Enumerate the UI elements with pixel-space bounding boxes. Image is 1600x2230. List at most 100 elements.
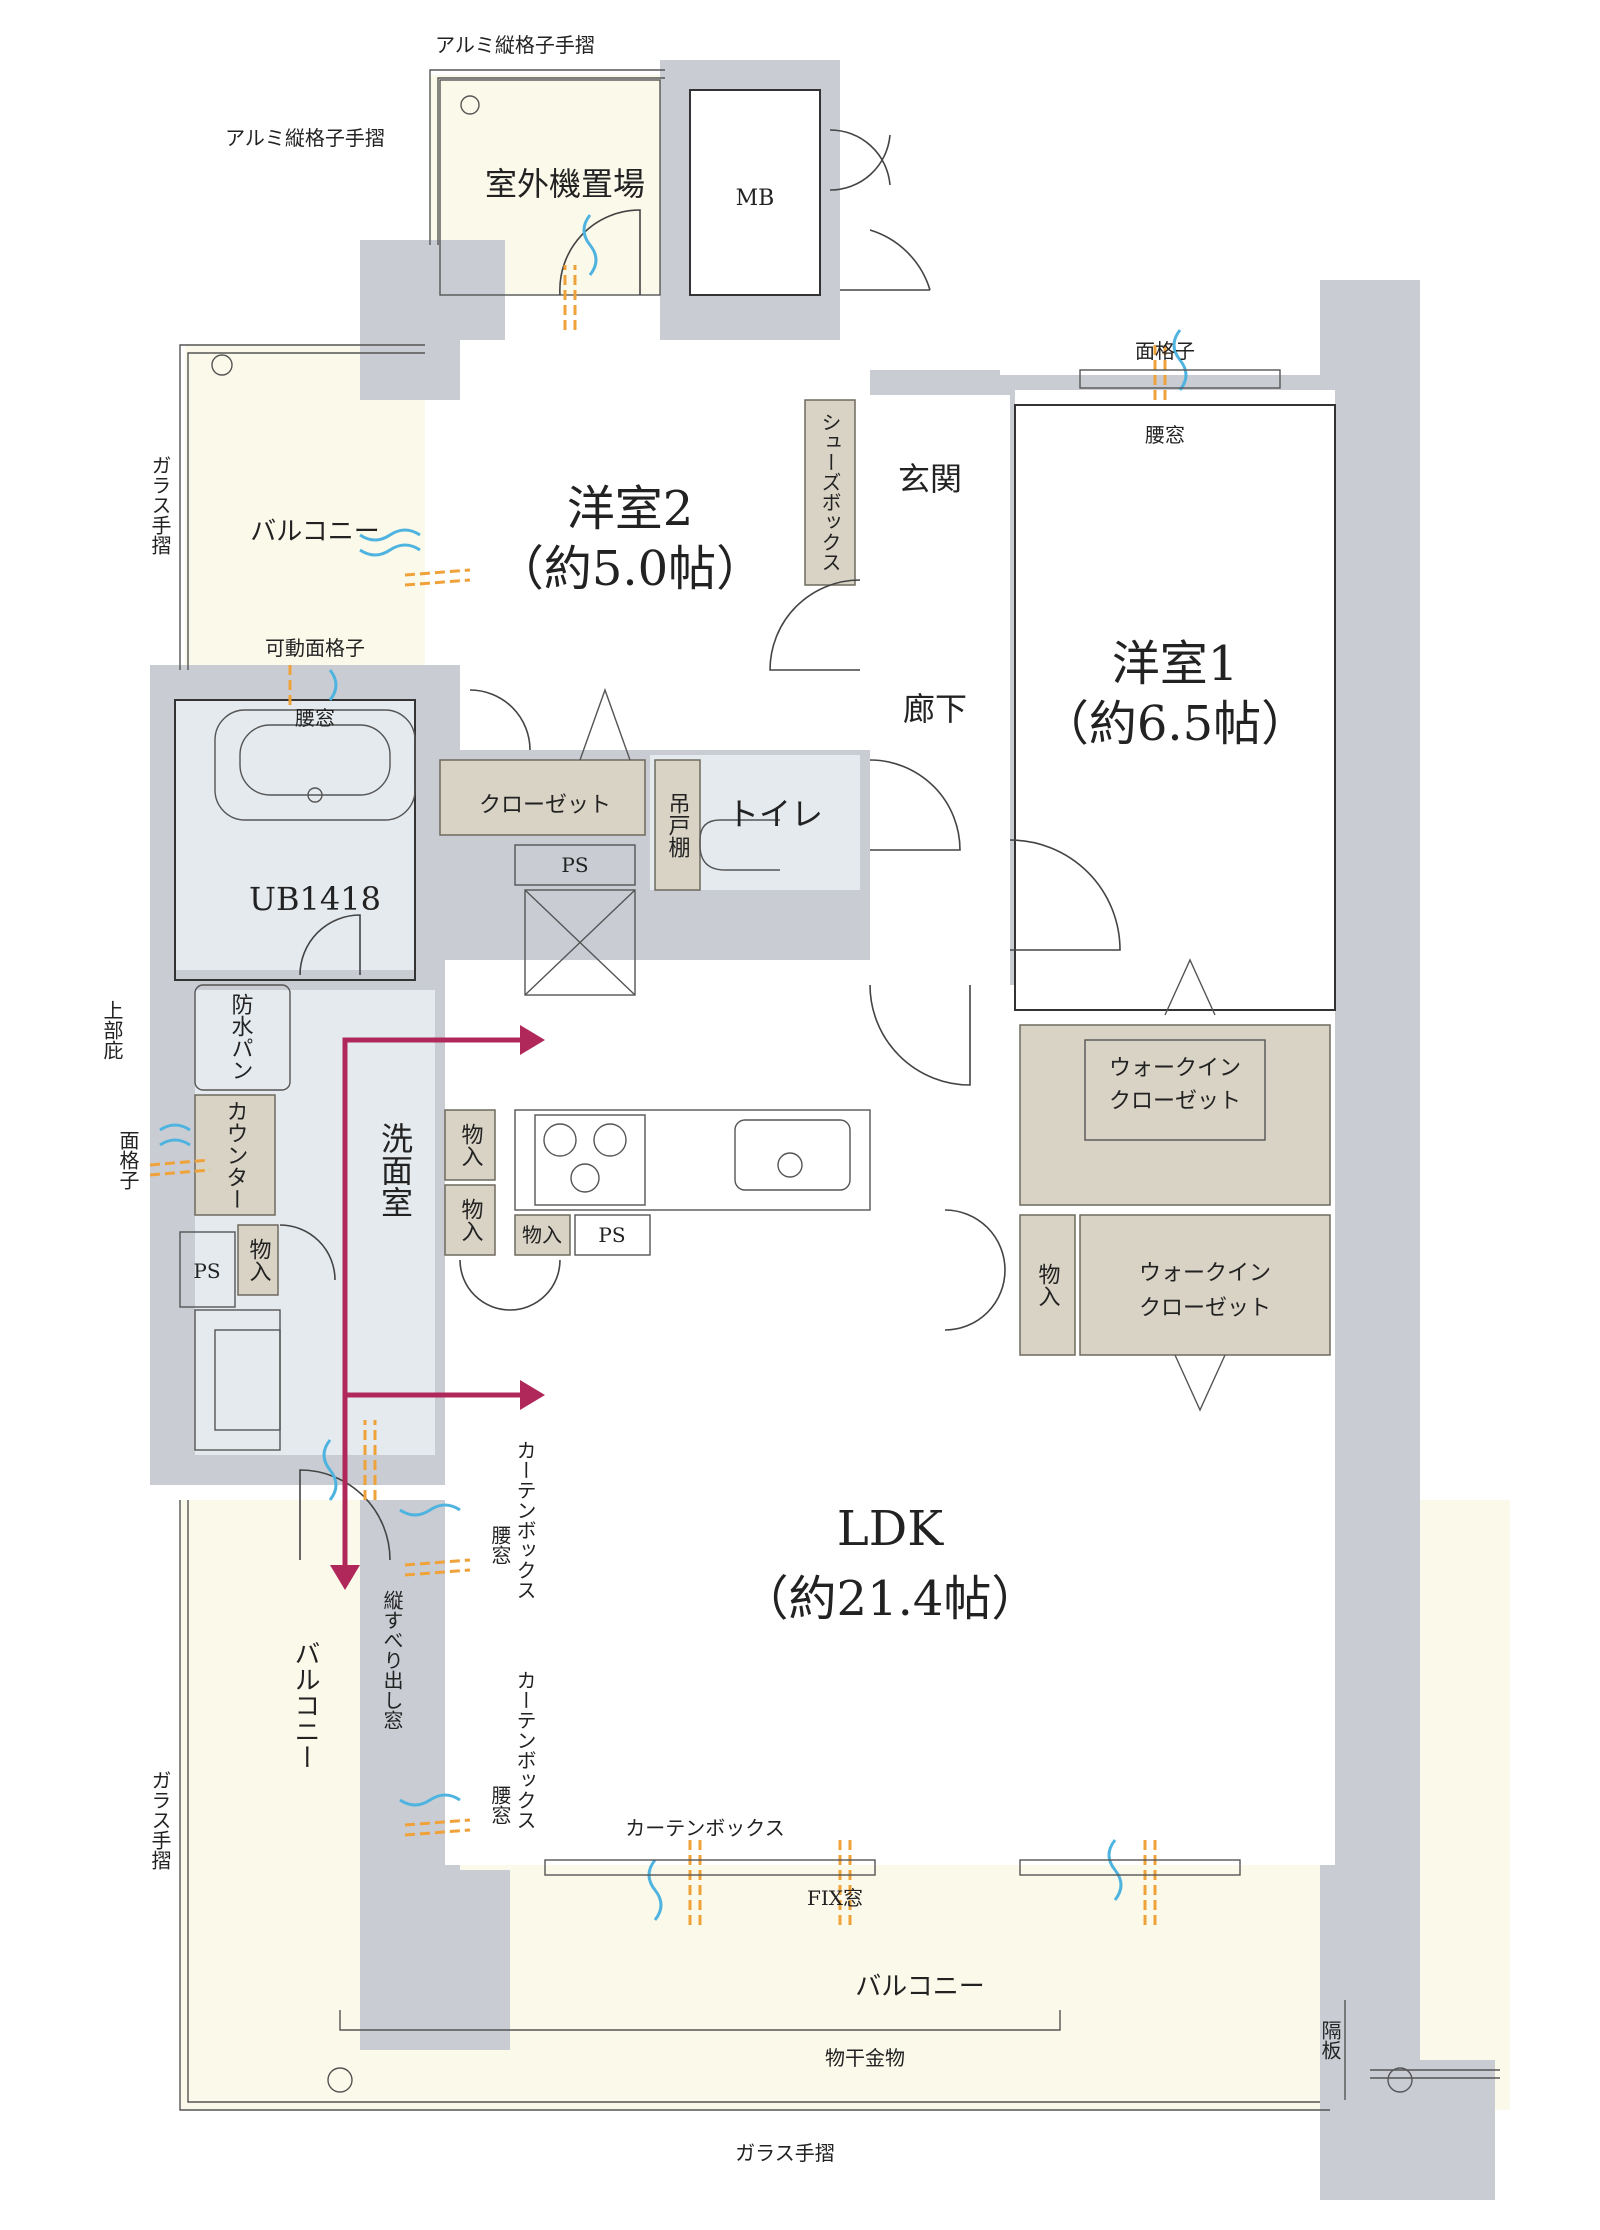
glass-rail-left-upper-label: ガラス手摺 bbox=[148, 455, 172, 555]
room-unit-bath-label: UB1418 bbox=[249, 880, 381, 918]
monoire-wash-label: 物入 bbox=[246, 1238, 272, 1282]
door-wic bbox=[944, 1209, 1006, 1331]
room-balcony-left-label: バルコニー bbox=[290, 1640, 320, 1770]
room-balcony-upper-label: バルコニー bbox=[250, 517, 379, 547]
bathtub bbox=[214, 709, 416, 821]
ps-box-1 bbox=[514, 844, 636, 886]
alum-rail-left-label: アルミ縦格子手摺 bbox=[225, 126, 385, 150]
vent-blue-5 bbox=[159, 1123, 191, 1147]
walkin1-label-1: ウォークイン bbox=[1109, 1056, 1241, 1081]
clothes-hanger-label: 物干金物 bbox=[825, 2046, 905, 2070]
flow-arrow-head-2 bbox=[520, 1380, 545, 1410]
room-ldk-name: LDK bbox=[837, 1501, 944, 1557]
vent-blue-6 bbox=[322, 1439, 338, 1501]
monoire-k3-label: 物入 bbox=[522, 1223, 562, 1247]
wall-bottom-left-column bbox=[360, 1870, 510, 2050]
monoire-k2-label: 物入 bbox=[458, 1198, 484, 1242]
vent-orange-7 bbox=[404, 1558, 471, 1577]
ps-box-2 bbox=[179, 1231, 236, 1308]
room-western1-name: 洋室1 bbox=[1112, 636, 1239, 692]
upper-eave-label: 上部庇 bbox=[100, 1000, 124, 1060]
movable-lattice-label: 可動面格子 bbox=[265, 636, 365, 660]
vent-blue-1 bbox=[582, 214, 598, 276]
monoire-k1 bbox=[444, 1109, 496, 1181]
drain-icon-4 bbox=[1387, 2067, 1413, 2093]
vent-blue-2 bbox=[1172, 329, 1188, 391]
walkin-closet-2 bbox=[1079, 1214, 1331, 1356]
walkin-closet-1 bbox=[1019, 1024, 1331, 1206]
glass-rail-bottom-label: ガラス手摺 bbox=[735, 2141, 835, 2165]
drain-icon-3 bbox=[327, 2067, 353, 2093]
marker-triangle-3 bbox=[1174, 1354, 1226, 1412]
alum-rail-outdoor bbox=[429, 69, 665, 245]
monoire-wic bbox=[1019, 1214, 1076, 1356]
curtain-box-2-label: カーテンボックス bbox=[513, 1670, 537, 1830]
room-hallway bbox=[870, 585, 1010, 985]
frame-outdoor-unit bbox=[439, 79, 661, 296]
flow-arrow-path bbox=[342, 1037, 525, 1570]
partition-board-label: 隔板 bbox=[1318, 2020, 1342, 2060]
closet bbox=[439, 759, 646, 836]
vent-blue-7 bbox=[399, 1503, 461, 1517]
curtain-box-1-label: カーテンボックス bbox=[513, 1440, 537, 1600]
glass-rail-right bbox=[1370, 2069, 1500, 2079]
room-entrance-label: 玄関 bbox=[898, 460, 962, 498]
wall-top-right-block bbox=[1320, 280, 1420, 390]
vent-orange-2 bbox=[1153, 345, 1167, 400]
lattice-left-label: 面格子 bbox=[116, 1130, 140, 1190]
room-western2-name: 洋室2 bbox=[567, 481, 694, 537]
room-toilet-label: トイレ bbox=[727, 795, 823, 833]
monoire-k1-label: 物入 bbox=[458, 1123, 484, 1167]
monoire-wic-label: 物入 bbox=[1035, 1263, 1061, 1307]
ps3-label: PS bbox=[598, 1223, 625, 1247]
curtain-box-3-label: カーテンボックス bbox=[625, 1816, 784, 1840]
room-ldk-upper bbox=[445, 960, 875, 1000]
glass-rail-lower bbox=[179, 1500, 1330, 2111]
cooktop bbox=[534, 1114, 646, 1206]
sink-drain-icon bbox=[777, 1152, 803, 1178]
vent-blue-8 bbox=[399, 1793, 461, 1807]
bath-drain-icon bbox=[307, 787, 323, 803]
kitchen-counter bbox=[514, 1109, 871, 1211]
vertical-slide-window-label: 縦すべり出し窓 bbox=[380, 1590, 404, 1730]
door-w2-closet bbox=[469, 689, 531, 751]
room-unit-bath bbox=[175, 700, 415, 970]
door-entrance bbox=[840, 229, 931, 291]
walkin1-label-2: クローゼット bbox=[1109, 1089, 1241, 1114]
ps-box-3 bbox=[574, 1214, 651, 1256]
vent-orange-6 bbox=[363, 1420, 377, 1500]
room-entrance bbox=[860, 395, 1010, 585]
glass-rail-left-lower-label: ガラス手摺 bbox=[148, 1770, 172, 1870]
walkin-closet-1-inner bbox=[1084, 1039, 1266, 1141]
bathtub-inner bbox=[239, 724, 391, 796]
alum-rail-top-label: アルミ縦格子手摺 bbox=[435, 33, 595, 57]
vent-blue-9 bbox=[647, 1859, 663, 1921]
lattice-top-label: 面格子 bbox=[1135, 339, 1195, 363]
marker-triangle-1 bbox=[579, 687, 631, 761]
shoe-box-label: シューズボックス bbox=[818, 412, 842, 572]
ps2-label: PS bbox=[193, 1259, 220, 1283]
washer-unit-inner bbox=[214, 1329, 281, 1431]
burner-1-icon bbox=[543, 1123, 577, 1157]
room-hallway-label: 廊下 bbox=[903, 690, 967, 728]
window-right bbox=[1019, 1859, 1241, 1876]
waist-window-bath-label: 腰窓 bbox=[295, 706, 335, 730]
vent-orange-1 bbox=[563, 265, 577, 330]
clothes-hanger-line bbox=[339, 2010, 1061, 2031]
walkin2-label-1: ウォークイン bbox=[1139, 1261, 1271, 1286]
glass-rail-upper-left bbox=[179, 344, 425, 670]
door-hall-ldk bbox=[869, 984, 971, 1086]
duct-box bbox=[524, 889, 636, 996]
waist-window-ldk2-label: 腰窓 bbox=[488, 1785, 512, 1825]
monoire-wash bbox=[237, 1224, 279, 1296]
room-balcony-bottom-label: バルコニー bbox=[855, 1972, 984, 2002]
walkin2-label-2: クローゼット bbox=[1139, 1296, 1271, 1321]
shoe-box bbox=[804, 399, 856, 586]
hanging-shelf bbox=[654, 759, 701, 891]
drain-icon-2 bbox=[211, 354, 233, 376]
vent-blue-3 bbox=[359, 528, 421, 557]
door-washroom bbox=[299, 914, 361, 976]
burner-3-icon bbox=[570, 1163, 600, 1193]
counter bbox=[194, 1094, 276, 1216]
